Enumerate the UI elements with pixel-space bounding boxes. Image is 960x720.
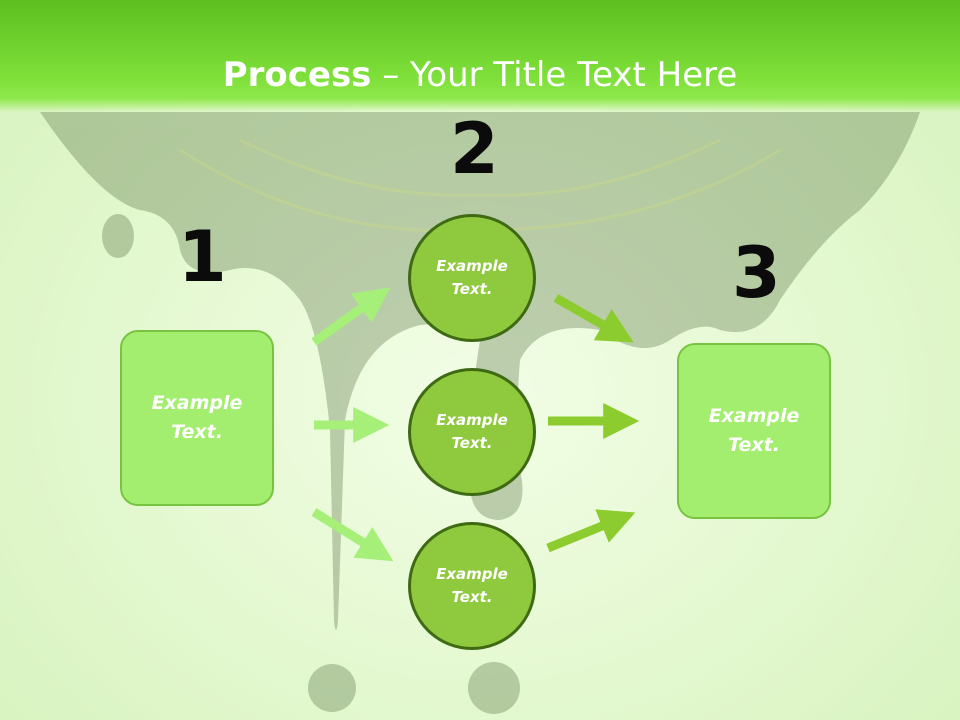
page-title: Process – Your Title Text Here: [0, 52, 960, 98]
circle-middle: Example Text.: [408, 368, 536, 496]
step-number-3: 3: [732, 232, 781, 314]
step-number-2: 2: [450, 108, 499, 190]
circle-top-text: Example Text.: [436, 257, 508, 298]
title-bold: Process: [222, 55, 372, 95]
left-text-box: Example Text.: [120, 330, 274, 506]
right-box-text: Example Text.: [708, 405, 800, 456]
arrow-left-to-top: [311, 287, 391, 346]
arrow-top-to-right: [553, 294, 634, 343]
circle-bottom-text: Example Text.: [436, 565, 508, 606]
left-box-text: Example Text.: [151, 392, 243, 443]
title-rest: – Your Title Text Here: [371, 55, 738, 95]
arrow-left-to-bottom: [311, 508, 394, 562]
right-text-box: Example Text.: [677, 343, 831, 519]
step-number-1: 1: [178, 216, 227, 298]
circle-bottom: Example Text.: [408, 522, 536, 650]
circle-middle-text: Example Text.: [436, 411, 508, 452]
arrow-bottom-to-right: [546, 509, 636, 553]
circle-top: Example Text.: [408, 214, 536, 342]
title-banner: [0, 0, 960, 112]
